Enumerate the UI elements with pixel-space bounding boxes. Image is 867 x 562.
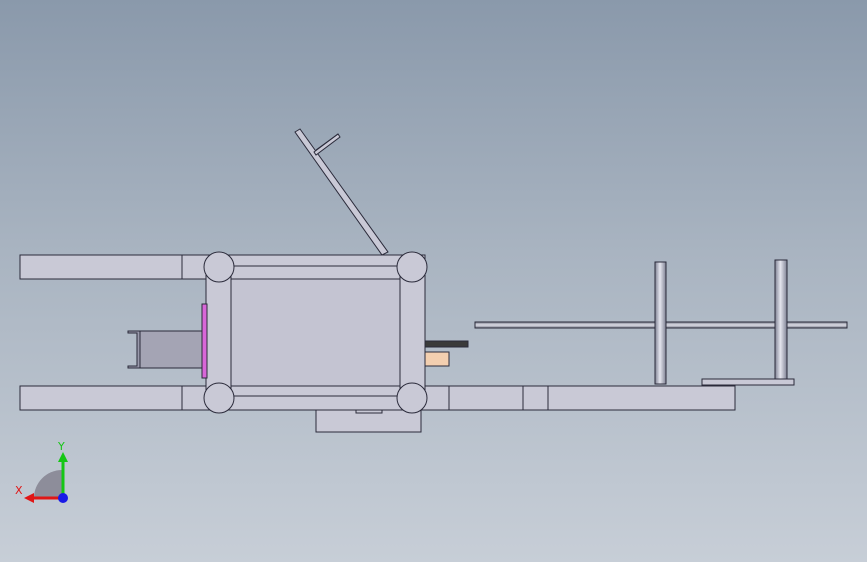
peach-block — [424, 351, 450, 367]
actuator-body — [139, 330, 203, 369]
guide-post-right — [774, 259, 788, 381]
guide-post-left — [654, 261, 667, 385]
corner-bolt-bottom-left — [203, 382, 235, 414]
actuator-bracket — [127, 330, 141, 369]
corner-bolt-top-left — [203, 251, 235, 283]
rack-gear — [424, 340, 469, 348]
right-post — [399, 265, 426, 399]
right-base-plate — [701, 378, 795, 386]
y-axis-label: Y — [58, 440, 65, 453]
lever-arm — [294, 128, 389, 256]
left-post — [205, 265, 232, 399]
reference-triad: Y X — [12, 440, 82, 510]
x-axis-label: X — [15, 484, 23, 497]
magenta-plate — [201, 303, 208, 379]
coordinate-triad-icon — [24, 452, 68, 503]
corner-bolt-top-right — [396, 251, 428, 283]
corner-bolt-bottom-right — [396, 382, 428, 414]
